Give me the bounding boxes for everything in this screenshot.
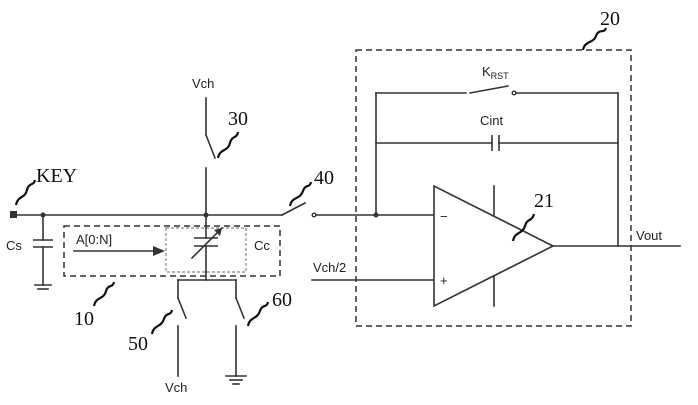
ref-10: 10 (74, 308, 94, 330)
cs-capacitor (33, 215, 53, 289)
ref-40: 40 (314, 167, 334, 189)
ref-50-leader (152, 310, 172, 334)
minus-label: − (440, 209, 448, 224)
key-leader (16, 180, 35, 205)
cc-label: Cc (254, 238, 270, 253)
ref-20: 20 (600, 8, 620, 30)
plus-label: + (440, 273, 448, 288)
ref-30: 30 (228, 108, 248, 130)
bottom-split (178, 272, 236, 280)
switch-40 (282, 203, 379, 218)
vch-bottom-label: Vch (165, 380, 187, 395)
ref-60: 60 (272, 289, 292, 311)
a-bus-label: A[0:N] (76, 232, 112, 247)
krst-switch (376, 86, 618, 95)
cint-label: Cint (480, 113, 504, 128)
krst-label: KRST (482, 64, 509, 81)
switch-30 (206, 98, 215, 226)
ref-10-leader (94, 282, 114, 306)
a-bus-arrow (74, 246, 165, 256)
vch-top-label: Vch (192, 76, 214, 91)
key-label: KEY (36, 165, 77, 187)
vout-label: Vout (636, 228, 662, 243)
ref-60-leader (248, 302, 268, 326)
cint-capacitor (376, 135, 618, 151)
vch-half-label: Vch/2 (313, 260, 346, 275)
cs-label: Cs (6, 238, 22, 253)
switch-50 (178, 280, 186, 376)
ref-50: 50 (128, 333, 148, 355)
ref-40-leader (290, 182, 311, 206)
ref-30-leader (218, 132, 238, 158)
cc-capacitor (166, 226, 246, 272)
ref-20-leader (583, 28, 606, 50)
ref-21: 21 (534, 190, 554, 212)
op-amp (312, 186, 680, 306)
switch-60 (226, 280, 246, 384)
key-terminal (10, 211, 17, 218)
